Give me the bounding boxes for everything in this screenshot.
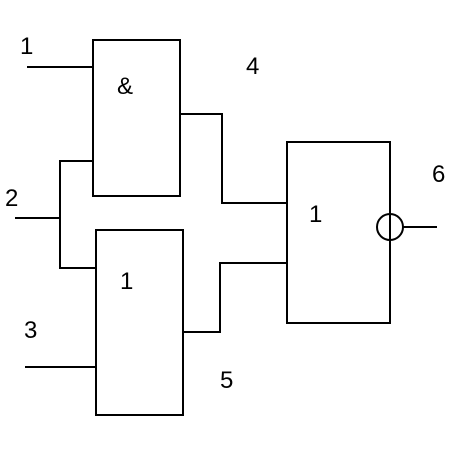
input-2-branch-wire [59,160,96,269]
nor-gate-symbol: 1 [309,201,322,228]
node-4-label: 4 [246,53,259,80]
node-5-wire [183,262,287,333]
nor-gate [286,141,391,324]
node-6-label: 6 [432,161,445,188]
and-gate [92,39,181,197]
input-2-label: 2 [5,185,18,212]
input-1-label: 1 [20,33,33,60]
node-4-wire [180,113,287,204]
or-gate-symbol: 1 [120,268,133,295]
and-gate-symbol: & [117,73,133,100]
or-gate [95,229,184,416]
input-3-label: 3 [24,317,37,344]
node-5-label: 5 [220,367,233,394]
